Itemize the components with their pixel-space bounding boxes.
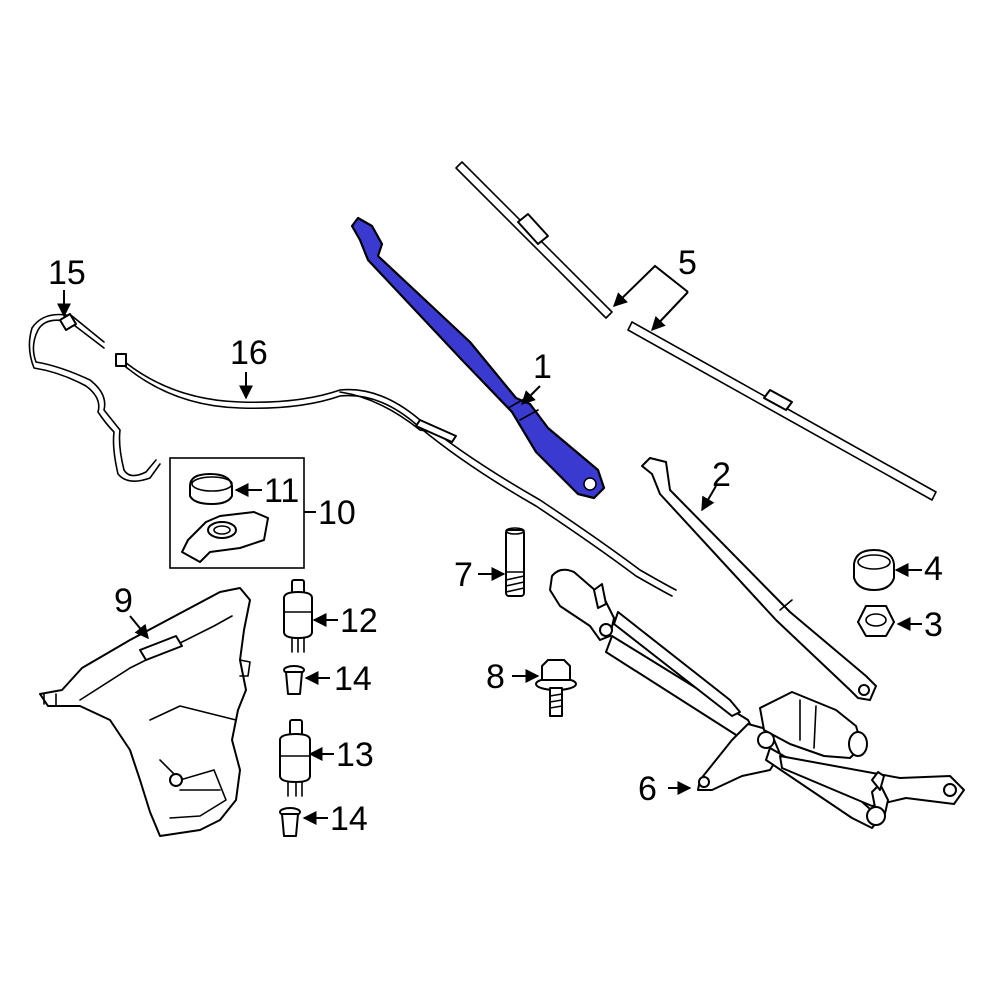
callout-2-leader bbox=[701, 485, 717, 512]
washer-tube[interactable] bbox=[28, 313, 161, 482]
washer-pump-13[interactable] bbox=[279, 719, 311, 797]
grommet-upper[interactable] bbox=[283, 665, 305, 695]
callout-5-leader bbox=[612, 264, 689, 332]
flange-nut[interactable] bbox=[857, 605, 895, 637]
callout-2: 2 bbox=[712, 456, 731, 494]
washer-reservoir[interactable] bbox=[39, 587, 251, 837]
callout-14-lower: 14 bbox=[330, 800, 368, 838]
callout-3: 3 bbox=[924, 606, 943, 644]
callout-5: 5 bbox=[678, 244, 697, 282]
stud[interactable] bbox=[505, 527, 525, 597]
callout-6: 6 bbox=[638, 770, 657, 808]
callout-7: 7 bbox=[454, 556, 473, 594]
grommet-lower[interactable] bbox=[279, 807, 301, 837]
wiper-arm-highlighted[interactable] bbox=[350, 216, 606, 500]
wiper-blade-upper[interactable] bbox=[455, 161, 613, 319]
callout-14-upper: 14 bbox=[334, 660, 372, 698]
wiper-arm-2[interactable] bbox=[641, 457, 877, 701]
callout-11: 11 bbox=[264, 472, 299, 510]
wiper-linkage-motor[interactable] bbox=[549, 568, 965, 829]
callout-9-leader bbox=[129, 615, 149, 640]
callout-1: 1 bbox=[533, 348, 552, 386]
callout-9: 9 bbox=[114, 582, 133, 620]
washer-hose[interactable] bbox=[115, 353, 677, 597]
washer-pump-12[interactable] bbox=[283, 579, 313, 653]
flange-bolt[interactable] bbox=[535, 659, 577, 717]
callout-1-leader bbox=[521, 385, 541, 405]
callout-16: 16 bbox=[230, 334, 268, 372]
callout-10: 10 bbox=[318, 494, 356, 532]
callout-15: 15 bbox=[48, 254, 86, 292]
wiper-blade-lower[interactable] bbox=[627, 321, 937, 501]
callout-13: 13 bbox=[336, 736, 374, 774]
cap-nut[interactable] bbox=[853, 549, 895, 591]
filler-cap[interactable] bbox=[189, 473, 233, 505]
callout-4: 4 bbox=[924, 550, 943, 588]
filler-neck[interactable] bbox=[181, 511, 269, 563]
callout-12: 12 bbox=[340, 602, 378, 640]
callout-8: 8 bbox=[486, 658, 505, 696]
